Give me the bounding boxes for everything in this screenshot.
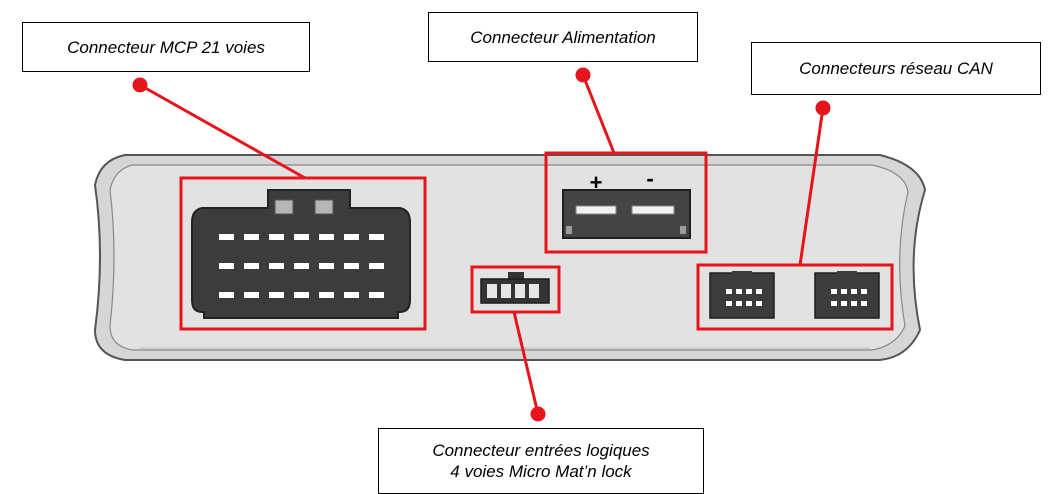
can-pin <box>831 301 837 306</box>
mcp-connector-label-text: Connecteur MCP 21 voies <box>67 37 265 57</box>
power-minus-symbol: - <box>646 166 653 191</box>
logic-connector-label-line1: Connecteur entrées logiques <box>432 441 650 460</box>
power-leader-dot <box>575 67 591 83</box>
can-pin <box>746 301 752 306</box>
mcp-pin <box>269 234 284 240</box>
mcp-pin <box>319 234 334 240</box>
can-leader-line <box>798 107 825 266</box>
leader-lines <box>132 67 831 422</box>
logic-connector <box>480 272 550 304</box>
can-connectors <box>709 271 880 319</box>
can-pin <box>726 289 732 294</box>
mcp-pin <box>244 263 259 269</box>
mcp-pin <box>369 234 384 240</box>
can-connector-1 <box>709 271 775 319</box>
mcp-pin <box>269 263 284 269</box>
mcp-pin <box>294 292 309 298</box>
mcp-pin <box>219 234 234 240</box>
logic-pin <box>501 284 511 298</box>
logic-leader-line <box>512 311 540 415</box>
can-pin <box>736 301 742 306</box>
can-leader-dot <box>815 100 831 116</box>
mcp-pin <box>244 234 259 240</box>
mcp-pin <box>369 263 384 269</box>
power-connector: + - <box>562 166 691 239</box>
mcp-pin <box>219 292 234 298</box>
mcp-leader-line <box>139 83 306 180</box>
mcp-connector-label: Connecteur MCP 21 voies <box>22 22 310 72</box>
logic-pin <box>487 284 497 298</box>
can-pin <box>736 289 742 294</box>
mcp-pin <box>244 292 259 298</box>
mcp-pin <box>294 234 309 240</box>
can-pin <box>851 301 857 306</box>
mcp-pin <box>269 292 284 298</box>
can-pin <box>756 301 762 306</box>
can-pin <box>726 301 732 306</box>
can-connector-2 <box>814 271 880 319</box>
can-pin <box>841 301 847 306</box>
can-pin <box>841 289 847 294</box>
power-connector-label-text: Connecteur Alimentation <box>470 27 656 47</box>
logic-leader-dot <box>530 406 546 422</box>
power-highlight-box <box>544 151 708 254</box>
can-pin <box>746 289 752 294</box>
can-pin <box>861 301 867 306</box>
power-leader-line <box>581 74 616 154</box>
power-plus-symbol: + <box>590 170 603 195</box>
logic-connector-label-line2: 4 voies Micro Mat’n lock <box>450 462 632 481</box>
logic-pin <box>515 284 525 298</box>
mcp-pin <box>319 292 334 298</box>
can-pin <box>851 289 857 294</box>
mcp-pin <box>344 263 359 269</box>
mcp-pin <box>294 263 309 269</box>
can-highlight-box <box>696 263 894 331</box>
mcp-pin <box>344 292 359 298</box>
can-connectors-label-text: Connecteurs réseau CAN <box>799 59 993 78</box>
mcp-pin <box>219 263 234 269</box>
mcp-pin <box>319 263 334 269</box>
power-connector-label: Connecteur Alimentation <box>428 12 698 62</box>
can-pin <box>756 289 762 294</box>
logic-connector-label: Connecteur entrées logiques 4 voies Micr… <box>378 428 704 494</box>
logic-pin <box>529 284 539 298</box>
mcp-connector <box>191 189 411 319</box>
can-pin <box>861 289 867 294</box>
can-connectors-label: Connecteurs réseau CAN <box>751 42 1041 95</box>
mcp-leader-dot <box>132 77 148 93</box>
can-pin <box>831 289 837 294</box>
mcp-pin <box>369 292 384 298</box>
mcp-pin <box>344 234 359 240</box>
